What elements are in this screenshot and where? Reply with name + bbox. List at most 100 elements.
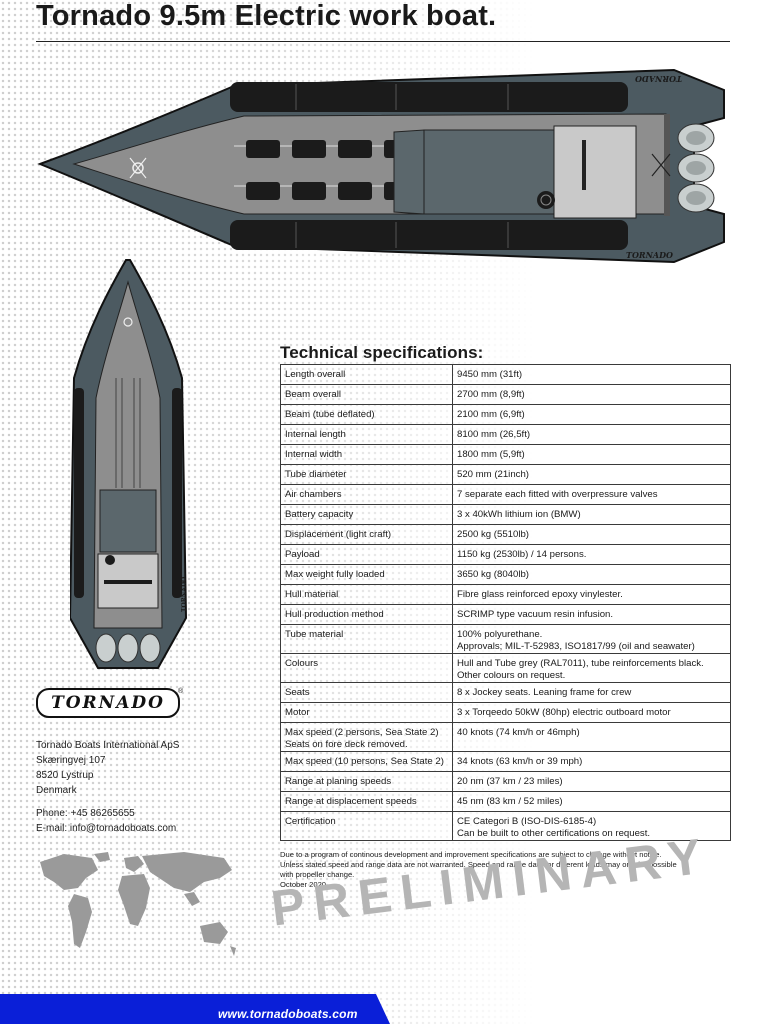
spec-value: 7 separate each fitted with overpressure… <box>452 484 731 505</box>
spec-value: 2700 mm (8,9ft) <box>452 384 731 405</box>
spec-value-text: Hull and Tube grey (RAL7011), tube reinf… <box>457 658 704 669</box>
company-phone: Phone: +45 86265655 <box>36 808 135 819</box>
spec-label-text: Seats <box>285 687 310 698</box>
spec-value: 20 nm (37 km / 23 miles) <box>452 771 731 792</box>
spec-row: Max speed (10 persons, Sea State 2) 34 kn… <box>280 751 731 772</box>
tube-lettering-upper: TORNADO <box>635 74 682 84</box>
spec-value-text-2: Other colours on request. <box>457 669 566 681</box>
boat-side-view: TORNADO <box>70 259 188 669</box>
spec-value-text: 2100 mm (6,9ft) <box>457 409 525 420</box>
spec-value: 8100 mm (26,5ft) <box>452 424 731 445</box>
spec-label-text: Air chambers <box>285 489 342 500</box>
spec-value: 34 knots (63 km/h or 39 mph) <box>452 751 731 772</box>
spec-value: Fibre glass reinforced epoxy vinylester. <box>452 584 731 605</box>
spec-value: 1150 kg (2530lb) / 14 persons. <box>452 544 731 565</box>
title-rule <box>36 41 730 42</box>
spec-row: Certification CE Categori B (ISO-DIS-6185… <box>280 811 731 841</box>
spec-label-text: Beam (tube deflated) <box>285 409 375 420</box>
spec-label-text: Range at planing speeds <box>285 776 392 787</box>
spec-value-text: 7 separate each fitted with overpressure… <box>457 489 658 500</box>
spec-label-text: Max speed (10 persons, Sea State 2) <box>285 756 444 767</box>
spec-value: 3650 kg (8040lb) <box>452 564 731 585</box>
spec-label-text: Battery capacity <box>285 509 354 520</box>
spec-label: Battery capacity <box>280 504 453 525</box>
spec-value: 40 knots (74 km/h or 46mph) <box>452 722 731 752</box>
spec-row: Beam (tube deflated) 2100 mm (6,9ft) <box>280 404 731 425</box>
spec-label: Beam overall <box>280 384 453 405</box>
spec-row: Tube diameter 520 mm (21inch) <box>280 464 731 485</box>
spec-value: 3 x Torqeedo 50kW (80hp) electric outboa… <box>452 702 731 723</box>
page-title: Tornado 9.5m Electric work boat. <box>36 0 497 32</box>
spec-label: Certification <box>280 811 453 841</box>
spec-label: Range at planing speeds <box>280 771 453 792</box>
spec-label: Colours <box>280 653 453 683</box>
spec-label: Max speed (10 persons, Sea State 2) <box>280 751 453 772</box>
spec-label: Range at displacement speeds <box>280 791 453 812</box>
spec-row: Range at planing speeds 20 nm (37 km / 23… <box>280 771 731 792</box>
spec-value-text: 2700 mm (8,9ft) <box>457 389 525 400</box>
spec-label-text: Range at displacement speeds <box>285 796 417 807</box>
spec-row: Payload 1150 kg (2530lb) / 14 persons. <box>280 544 731 565</box>
spec-value: 8 x Jockey seats. Leaning frame for crew <box>452 682 731 703</box>
spec-value-text: 1150 kg (2530lb) / 14 persons. <box>457 549 587 560</box>
tornado-logo: TORNADO <box>36 688 180 718</box>
spec-value: 3 x 40kWh lithium ion (BMW) <box>452 504 731 525</box>
spec-value-text: 100% polyurethane. <box>457 629 543 640</box>
spec-label-text: Beam overall <box>285 389 341 400</box>
spec-row: Max speed (2 persons, Sea State 2)Seats … <box>280 722 731 752</box>
spec-label: Motor <box>280 702 453 723</box>
spec-value: CE Categori B (ISO-DIS-6185-4)Can be bui… <box>452 811 731 841</box>
spec-value: 1800 mm (5,9ft) <box>452 444 731 465</box>
spec-value-text-2: Can be built to other certifications on … <box>457 827 651 839</box>
spec-value-text: 34 knots (63 km/h or 39 mph) <box>457 756 583 767</box>
boat-top-view: TORNADO TORNADO <box>37 68 725 264</box>
spec-value-text: 3 x 40kWh lithium ion (BMW) <box>457 509 581 520</box>
company-address: Tornado Boats International ApS Skæringv… <box>36 738 179 836</box>
spec-label-text: Internal length <box>285 429 346 440</box>
spec-label: Payload <box>280 544 453 565</box>
spec-label-text: Colours <box>285 658 319 669</box>
spec-label: Hull material <box>280 584 453 605</box>
website-link[interactable]: www.tornadoboats.com <box>218 1007 358 1021</box>
spec-label: Beam (tube deflated) <box>280 404 453 425</box>
spec-value: Hull and Tube grey (RAL7011), tube reinf… <box>452 653 731 683</box>
spec-row: Max weight fully loaded 3650 kg (8040lb) <box>280 564 731 585</box>
note-date: October 2020. <box>280 880 329 889</box>
spec-value-text: CE Categori B (ISO-DIS-6185-4) <box>457 816 597 827</box>
side-tube-lettering: TORNADO <box>181 577 188 612</box>
spec-value-text: 20 nm (37 km / 23 miles) <box>457 776 563 787</box>
spec-value: 2100 mm (6,9ft) <box>452 404 731 425</box>
spec-value: SCRIMP type vacuum resin infusion. <box>452 604 731 625</box>
company-email: E-mail: info@tornadoboats.com <box>36 823 177 834</box>
spec-label-text: Tube diameter <box>285 469 347 480</box>
spec-label: Air chambers <box>280 484 453 505</box>
spec-label: Max weight fully loaded <box>280 564 453 585</box>
spec-row: Air chambers 7 separate each fitted with … <box>280 484 731 505</box>
spec-label-text: Max weight fully loaded <box>285 569 385 580</box>
company-street: Skæringvej 107 <box>36 755 106 766</box>
spec-row: Beam overall 2700 mm (8,9ft) <box>280 384 731 405</box>
spec-value-text: 3650 kg (8040lb) <box>457 569 530 580</box>
footer-bar <box>0 994 390 1024</box>
spec-label-text: Hull production method <box>285 609 384 620</box>
spec-value-text: 45 nm (83 km / 52 miles) <box>457 796 563 807</box>
spec-label: Tube material <box>280 624 453 654</box>
spec-row: Displacement (light craft)2500 kg (5510l… <box>280 524 731 545</box>
spec-value-text: 8 x Jockey seats. Leaning frame for crew <box>457 687 632 698</box>
spec-value: 9450 mm (31ft) <box>452 364 731 385</box>
spec-label-text: Certification <box>285 816 336 827</box>
spec-value: 520 mm (21inch) <box>452 464 731 485</box>
spec-label-text: Max speed (2 persons, Sea State 2) <box>285 727 439 738</box>
spec-value-text: 8100 mm (26,5ft) <box>457 429 531 440</box>
spec-row: Length overall 9450 mm (31ft) <box>280 364 731 385</box>
spec-label-text: Hull material <box>285 589 339 600</box>
spec-value-text: 2500 kg (5510lb) <box>457 529 530 540</box>
spec-label-text: Internal width <box>285 449 343 460</box>
spec-label-text: Payload <box>285 549 320 560</box>
spec-value-text: 1800 mm (5,9ft) <box>457 449 525 460</box>
spec-label-text: Length overall <box>285 369 346 380</box>
spec-label: Length overall <box>280 364 453 385</box>
spec-value-text: 520 mm (21inch) <box>457 469 529 480</box>
spec-value-text: Fibre glass reinforced epoxy vinylester. <box>457 589 623 600</box>
